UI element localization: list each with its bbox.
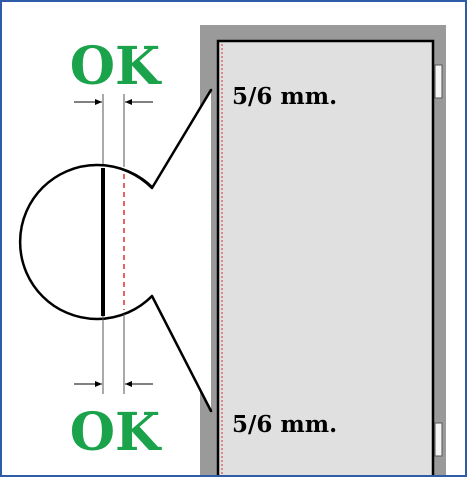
door-assembly bbox=[200, 25, 446, 475]
gap-measurement-bottom: 5/6 mm. bbox=[232, 411, 337, 438]
hinge-top bbox=[434, 64, 443, 99]
dimension-top bbox=[74, 94, 153, 167]
hinge-bottom bbox=[434, 422, 443, 457]
magnifier-callout bbox=[18, 88, 213, 413]
magnifier-outline bbox=[18, 89, 213, 412]
ok-label-bottom: OK bbox=[70, 402, 162, 463]
door-leaf bbox=[216, 39, 435, 475]
dimension-bottom bbox=[74, 314, 153, 394]
ok-label-top: OK bbox=[70, 36, 162, 97]
gap-measurement-top: 5/6 mm. bbox=[232, 83, 337, 110]
